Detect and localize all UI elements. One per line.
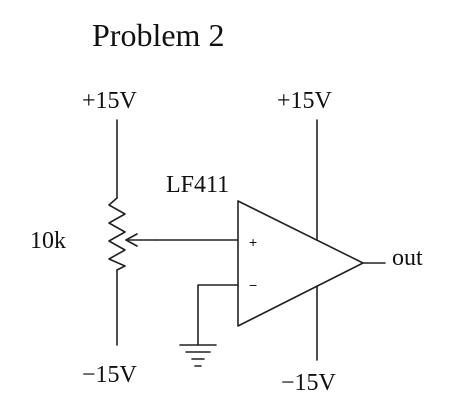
inverting-input-symbol: −: [249, 277, 257, 293]
pot-negative-supply-label: −15V: [82, 362, 138, 388]
opamp-negative-supply-label: −15V: [281, 370, 337, 396]
opamp-part-label: LF411: [166, 172, 229, 198]
pot-positive-supply-label: +15V: [82, 88, 138, 114]
output-label: out: [392, 245, 423, 271]
ground-icon: [179, 344, 217, 367]
inverting-input-ground-wire: [197, 284, 239, 346]
potentiometer-resistor: [108, 197, 126, 271]
pot-value-label: 10k: [30, 228, 66, 254]
potentiometer-wiper-arrow: [125, 233, 157, 247]
problem-title: Problem 2: [92, 17, 224, 53]
noninverting-input-symbol: +: [249, 234, 257, 250]
opamp-triangle: [237, 200, 364, 327]
opamp-positive-supply-label: +15V: [277, 88, 333, 114]
